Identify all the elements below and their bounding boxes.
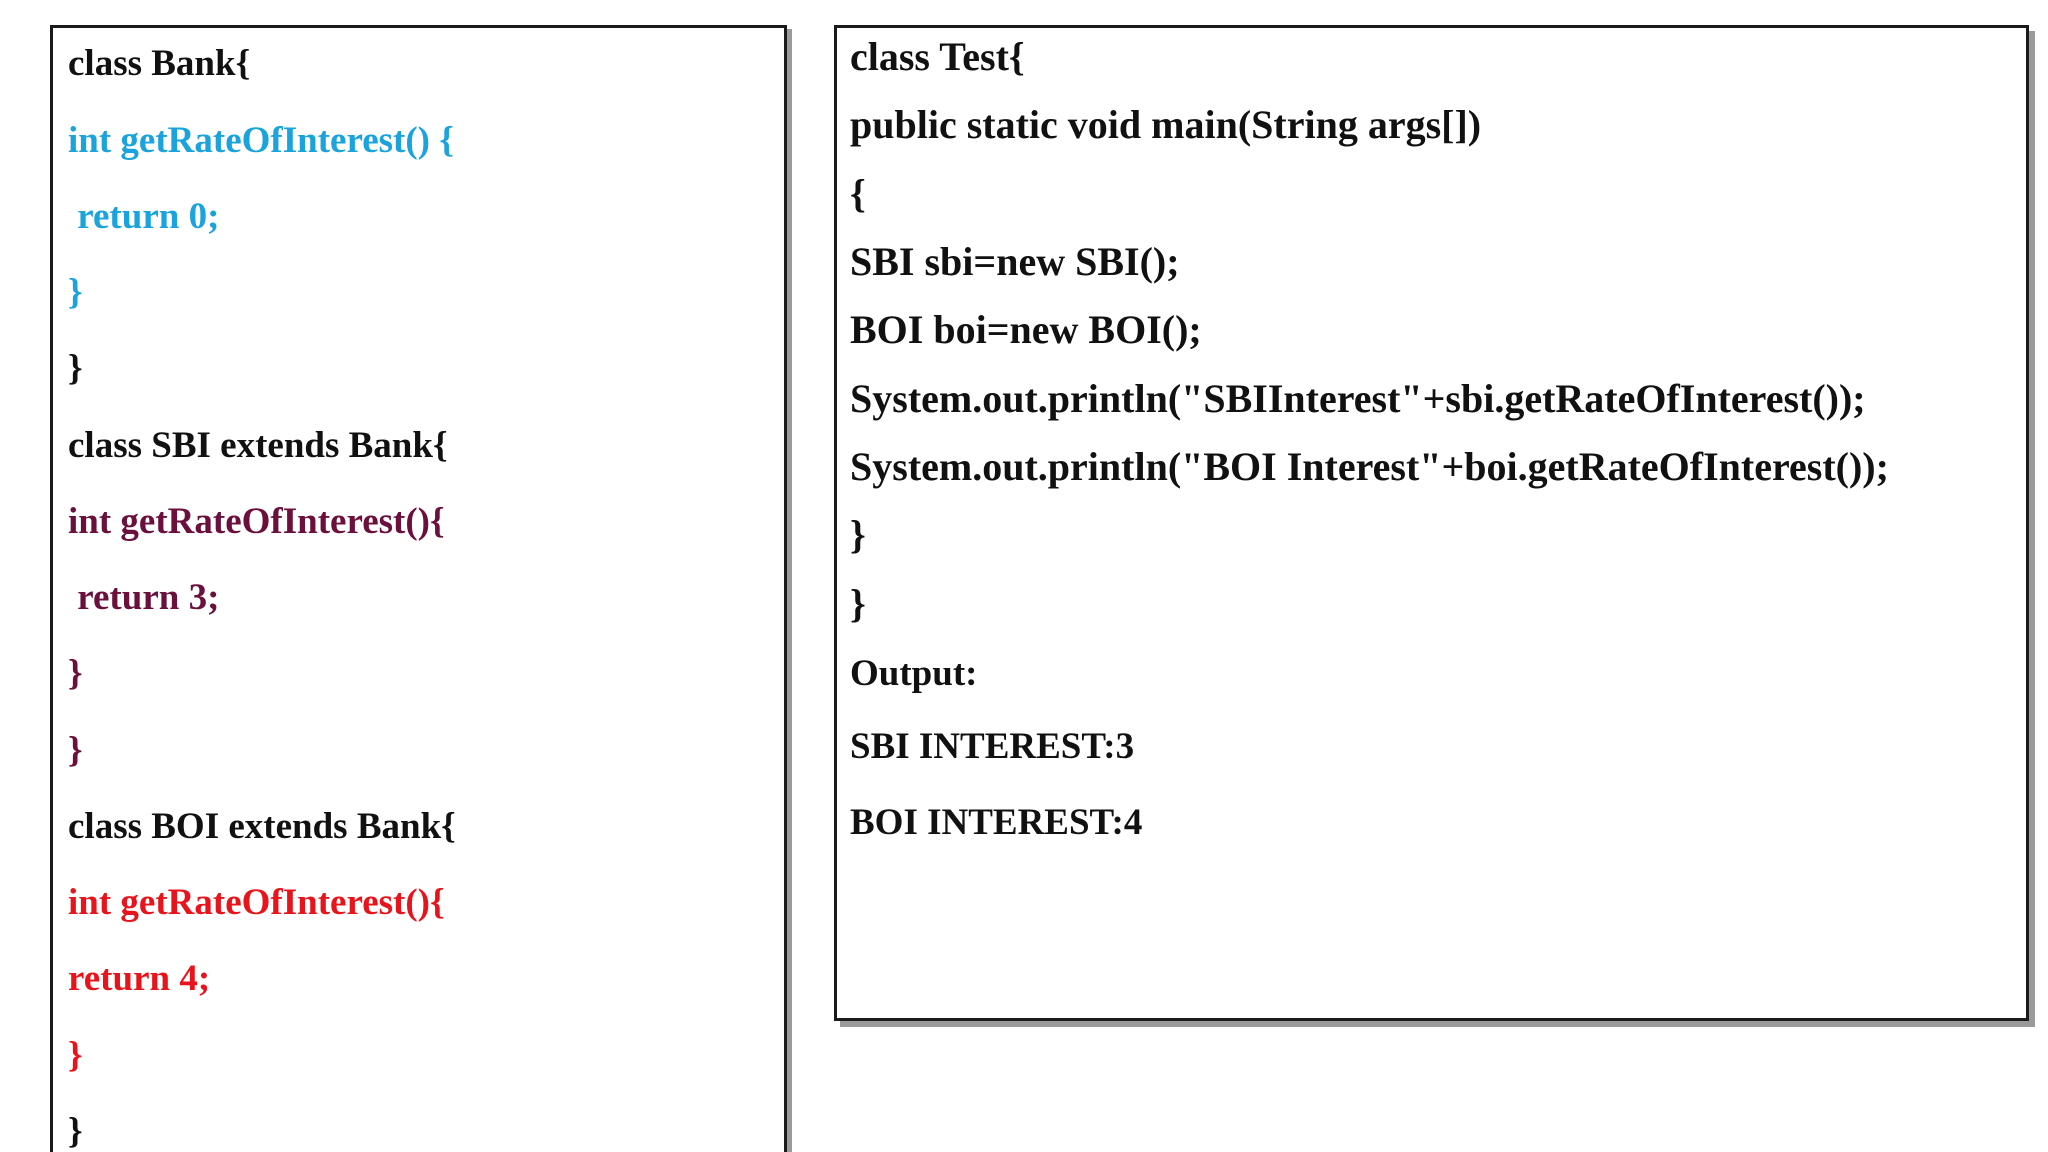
output-label: Output: [850, 653, 978, 694]
code-line: } [850, 512, 866, 557]
code-line: System.out.println("BOI Interest"+boi.ge… [850, 444, 1889, 489]
code-line: return 4; [68, 958, 211, 999]
code-line: System.out.println("SBIInterest"+sbi.get… [850, 376, 1866, 421]
code-line: } [68, 1035, 83, 1076]
code-line: class Test{ [850, 34, 1025, 79]
bank-classes-code-panel: class Bank{ int getRateOfInterest() { re… [50, 25, 787, 1152]
code-line: public static void main(String args[]) [850, 102, 1482, 147]
code-line: class SBI extends Bank{ [68, 425, 448, 466]
code-line: return 0; [68, 196, 220, 237]
code-line: int getRateOfInterest(){ [68, 501, 445, 542]
output-line: BOI INTEREST:4 [850, 802, 1143, 843]
code-line: class BOI extends Bank{ [68, 806, 456, 847]
code-line: int getRateOfInterest() { [68, 120, 454, 161]
code-line: } [68, 348, 83, 389]
code-line: int getRateOfInterest(){ [68, 882, 445, 923]
code-line: } [68, 272, 83, 313]
code-line: } [850, 581, 866, 626]
code-line: BOI boi=new BOI(); [850, 307, 1202, 352]
code-line: SBI sbi=new SBI(); [850, 239, 1180, 284]
code-line: class Bank{ [68, 43, 251, 84]
test-class-code-panel: class Test{ public static void main(Stri… [834, 25, 2029, 1021]
code-line: return 3; [68, 577, 220, 618]
code-line: { [850, 171, 866, 216]
code-line: } [68, 653, 83, 694]
code-line: } [68, 730, 83, 771]
output-line: SBI INTEREST:3 [850, 726, 1135, 767]
code-line: } [68, 1111, 83, 1152]
